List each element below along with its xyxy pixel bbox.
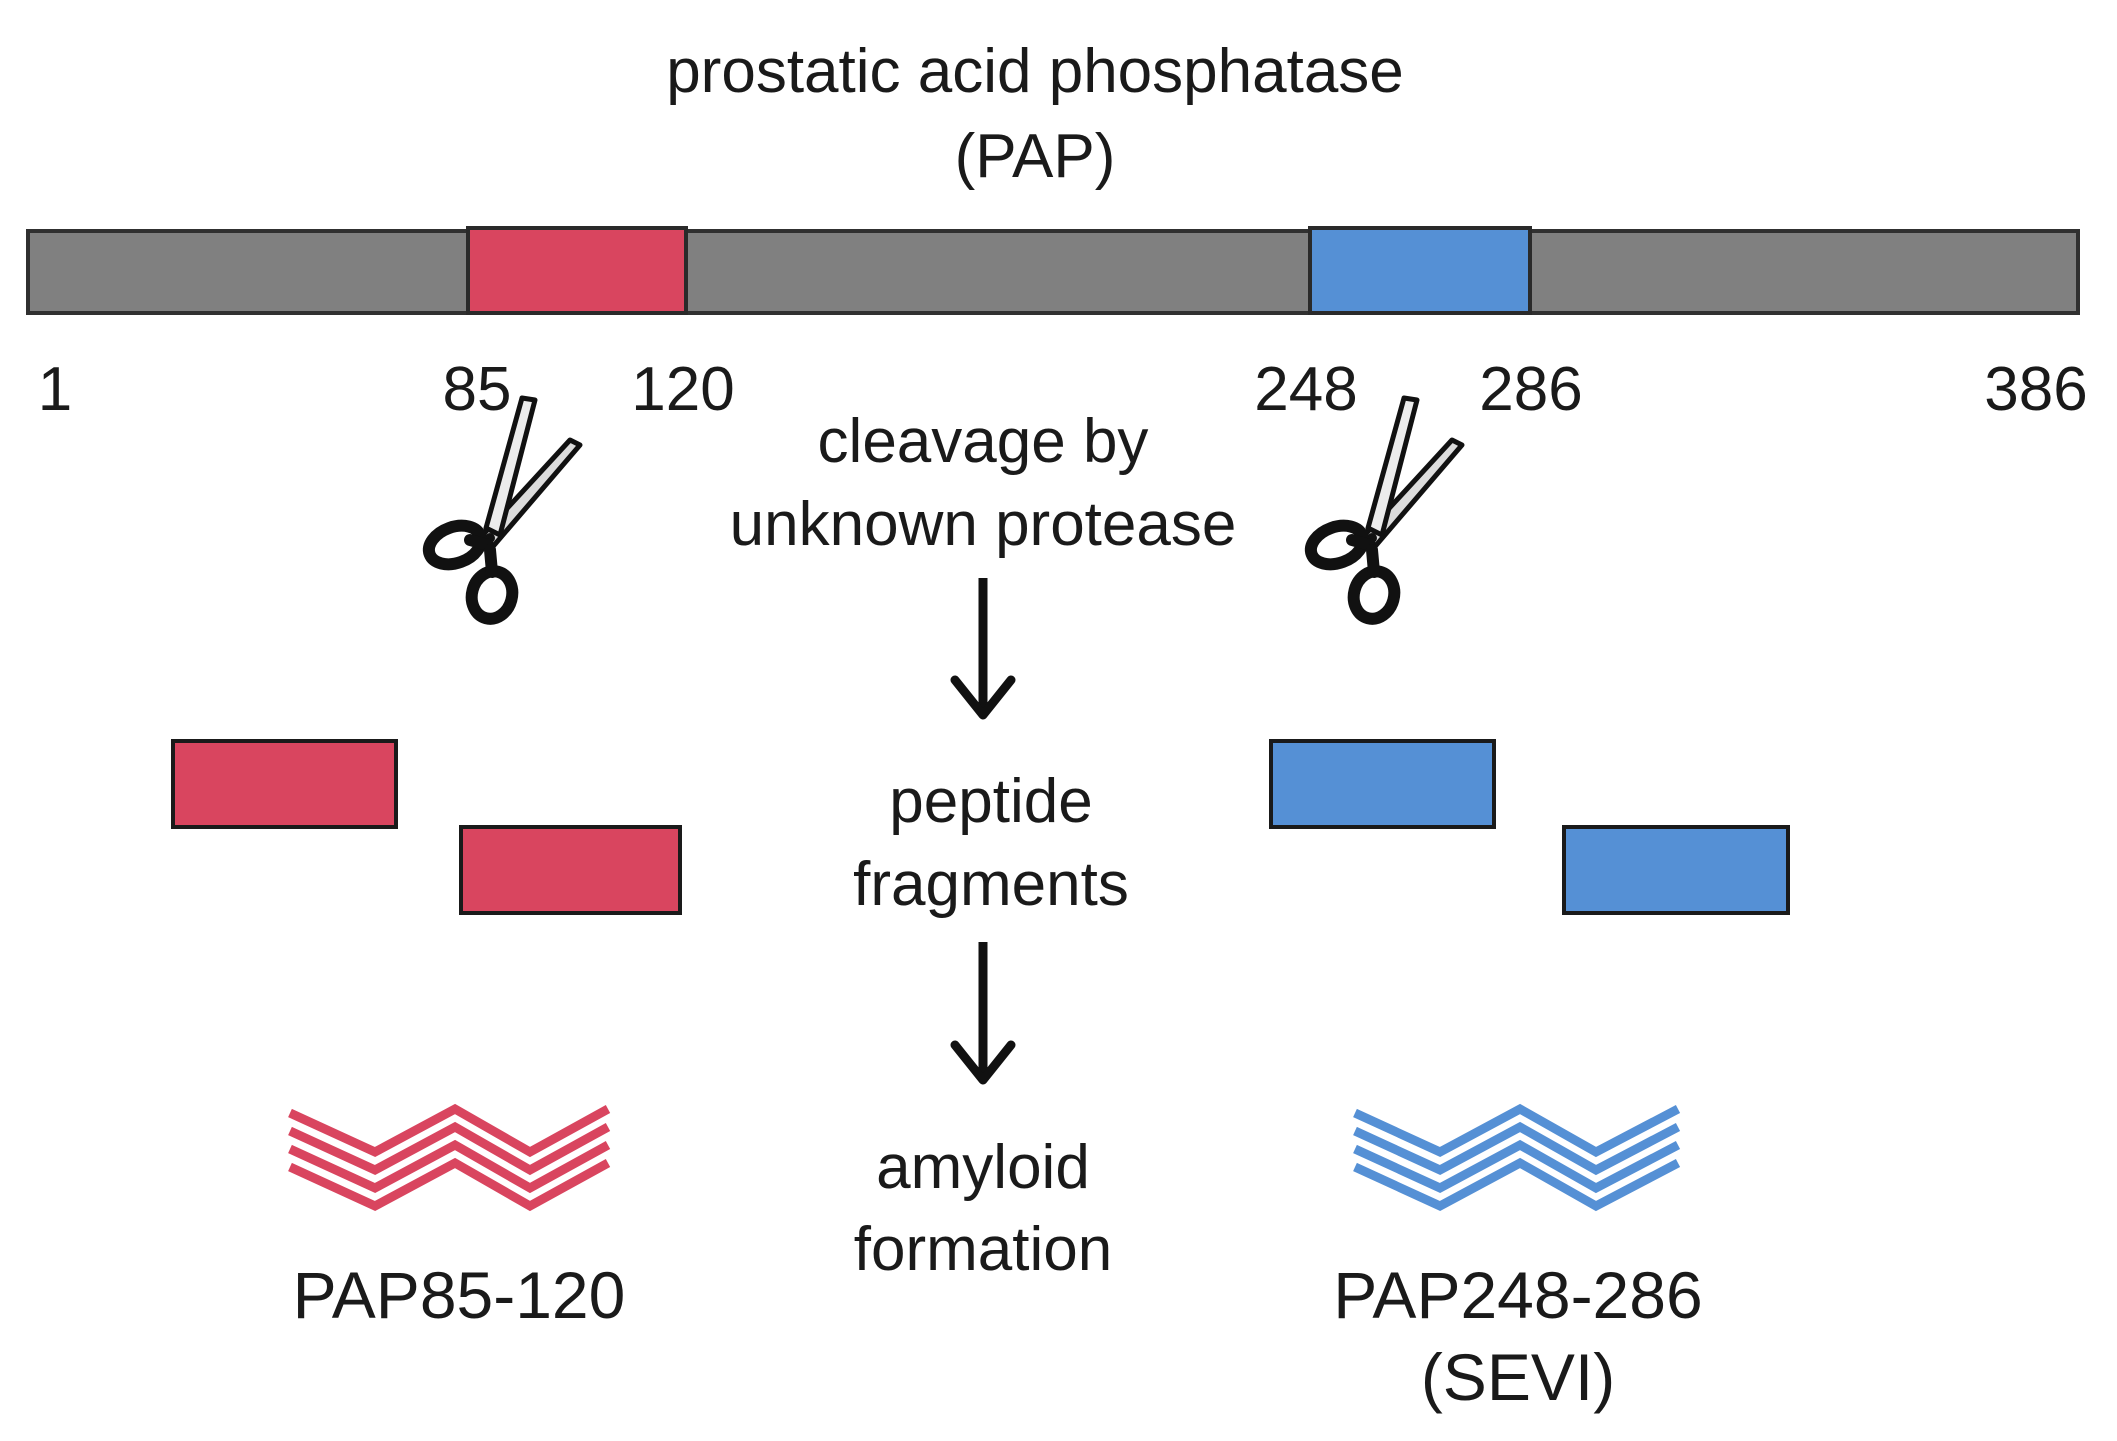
diagram-title-line1: prostatic acid phosphatase [666, 37, 1404, 106]
diagram-title-line2: (PAP) [955, 122, 1116, 191]
product-label-blue-line1: PAP248-286 [1333, 1258, 1702, 1332]
position-label-386: 386 [1984, 355, 2087, 424]
position-label-85: 85 [443, 355, 512, 424]
scissors-icon [1305, 398, 1462, 623]
amyloid-fibril-icon [288, 1103, 611, 1212]
region-248-286 [1308, 226, 1532, 315]
fragments-label-line1: peptide [889, 767, 1092, 836]
down-arrow-icon [950, 942, 1016, 1085]
cleavage-label-line1: cleavage by [818, 407, 1149, 476]
fragment-red-lower [459, 825, 682, 915]
region-85-120 [466, 226, 688, 315]
amyloid-label-line2: formation [854, 1215, 1112, 1284]
scissors-icon [423, 398, 580, 623]
down-arrow-icon [950, 578, 1016, 720]
position-label-248: 248 [1254, 355, 1357, 424]
cleavage-label-line2: unknown protease [730, 490, 1237, 559]
fragment-blue-upper [1269, 739, 1496, 829]
position-label-1: 1 [38, 355, 72, 424]
fragment-red-upper [171, 739, 398, 829]
fragment-blue-lower [1562, 825, 1790, 915]
position-label-120: 120 [631, 355, 734, 424]
protein-backbone [26, 229, 2080, 315]
protein-bar [26, 226, 2080, 315]
product-label-red: PAP85-120 [293, 1258, 626, 1332]
product-label-blue-line2: (SEVI) [1421, 1340, 1615, 1414]
amyloid-label-line1: amyloid [876, 1133, 1090, 1202]
position-label-286: 286 [1479, 355, 1582, 424]
fragments-label-line2: fragments [853, 850, 1129, 919]
amyloid-fibril-icon [1353, 1103, 1681, 1212]
